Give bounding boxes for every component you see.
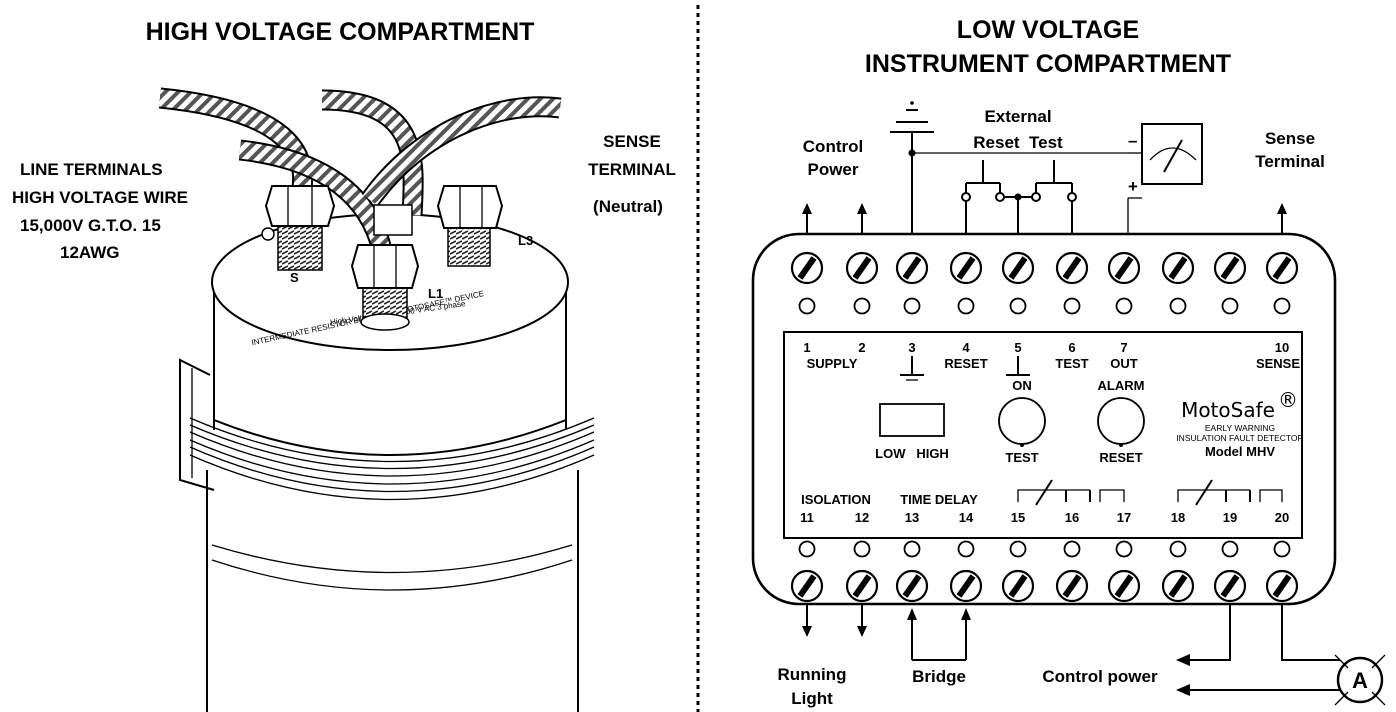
reset-button[interactable] (1097, 397, 1145, 445)
cable-gland-front (350, 244, 420, 331)
terminal-number-14: 14 (959, 510, 974, 525)
test-button-label: TEST (1005, 450, 1038, 465)
model-label: Model MHV (1205, 444, 1275, 459)
reset-button-label: RESET (1099, 450, 1142, 465)
supply-label: SUPPLY (807, 356, 858, 371)
ground-symbol-icon (890, 101, 934, 133)
running-light-arrow-1-icon (801, 603, 813, 638)
reset-terminal-label: RESET (944, 356, 987, 371)
time-delay-label: TIME DELAY (900, 492, 978, 507)
test-button[interactable] (998, 397, 1046, 445)
terminal-number-20: 20 (1275, 510, 1289, 525)
terminal-number-3: 3 (908, 340, 915, 355)
alarm-label: ALARM (1098, 378, 1145, 393)
bridge-label: Bridge (912, 667, 966, 686)
on-label: ON (1012, 378, 1032, 393)
brand-registered-mark: ® (1278, 388, 1298, 412)
line-terminals-label: LINE TERMINALS (20, 160, 163, 179)
terminal-number-12: 12 (855, 510, 869, 525)
sense-terminal-label-1: Sense (1265, 129, 1315, 148)
cable-gland-right (436, 185, 504, 267)
terminal-number-2: 2 (858, 340, 865, 355)
sense-terminal-face-label: SENSE (1256, 356, 1300, 371)
lv-title-1: LOW VOLTAGE (957, 16, 1139, 44)
meter-icon (1127, 123, 1203, 235)
ground-3-icon (900, 356, 924, 381)
block-mark-s: S (290, 270, 299, 285)
hv-title: HIGH VOLTAGE COMPARTMENT (146, 18, 535, 46)
ammeter-label: A (1352, 668, 1368, 693)
sense-terminal-label-2: Terminal (1255, 152, 1325, 171)
terminal-number-15: 15 (1011, 510, 1025, 525)
running-light-label-2: Light (791, 689, 833, 708)
hv-wire-label: HIGH VOLTAGE WIRE (12, 188, 188, 207)
test-terminal-label: TEST (1055, 356, 1088, 371)
meter-plus-label: + (1128, 177, 1138, 196)
terminal-number-7: 7 (1120, 340, 1127, 355)
ammeter-icon (1334, 654, 1386, 706)
reset-switch-icon (961, 160, 1005, 202)
device-faceplate (783, 331, 1303, 539)
relay-contacts-2-icon (1177, 479, 1283, 506)
low-high-label: LOW HIGH (875, 446, 949, 461)
sense-label-3: (Neutral) (593, 197, 663, 216)
terminal-number-6: 6 (1068, 340, 1075, 355)
terminal-number-18: 18 (1171, 510, 1185, 525)
out-terminal-label: OUT (1110, 356, 1138, 371)
terminal-number-13: 13 (905, 510, 919, 525)
terminal-number-1: 1 (803, 340, 810, 355)
control-power-label-1: Control (803, 137, 863, 156)
bridge-connector-icon (907, 608, 971, 661)
low-high-switch[interactable] (879, 403, 945, 437)
sense-label-2: TERMINAL (588, 160, 676, 179)
external-label: External (984, 107, 1051, 126)
meter-minus-label: – (1128, 131, 1137, 150)
test-switch-icon (1031, 160, 1077, 202)
running-light-label-1: Running (778, 665, 847, 684)
terminal-number-4: 4 (962, 340, 970, 355)
reset-test-label: Reset Test (973, 133, 1063, 152)
brand-desc-1: EARLY WARNING (1205, 423, 1275, 433)
terminal-number-5: 5 (1014, 340, 1021, 355)
terminal-number-17: 17 (1117, 510, 1131, 525)
cable-gland-center (373, 204, 413, 236)
terminal-number-19: 19 (1223, 510, 1237, 525)
block-mark-l1: L1 (428, 286, 443, 301)
awg-label: 12AWG (60, 243, 120, 262)
terminal-number-16: 16 (1065, 510, 1079, 525)
brand-logo: MotoSafe (1181, 398, 1275, 422)
lv-title-2: INSTRUMENT COMPARTMENT (865, 50, 1231, 78)
cable-gland-left (264, 185, 336, 271)
block-mark-l3: L3 (518, 233, 533, 248)
running-light-arrow-2-icon (856, 603, 868, 638)
relay-contacts-1-icon (1017, 479, 1125, 506)
brand-desc-2: INSULATION FAULT DETECTOR (1176, 433, 1303, 443)
isolation-label: ISOLATION (801, 492, 871, 507)
supply-arrow-1-icon (801, 202, 813, 237)
terminal-number-10: 10 (1275, 340, 1289, 355)
supply-arrow-2-icon (856, 202, 868, 237)
sense-arrow-icon (1276, 202, 1288, 237)
control-power-label-2: Power (807, 160, 858, 179)
control-power-wiring (1176, 604, 1350, 696)
gto-label: 15,000V G.T.O. 15 (20, 216, 161, 235)
terminal-number-11: 11 (800, 510, 814, 525)
sense-label-1: SENSE (603, 132, 661, 151)
ground-5-icon (1006, 356, 1030, 376)
sense-to-ammeter-wire (1281, 604, 1340, 661)
control-power-bottom-label: Control power (1042, 667, 1158, 686)
